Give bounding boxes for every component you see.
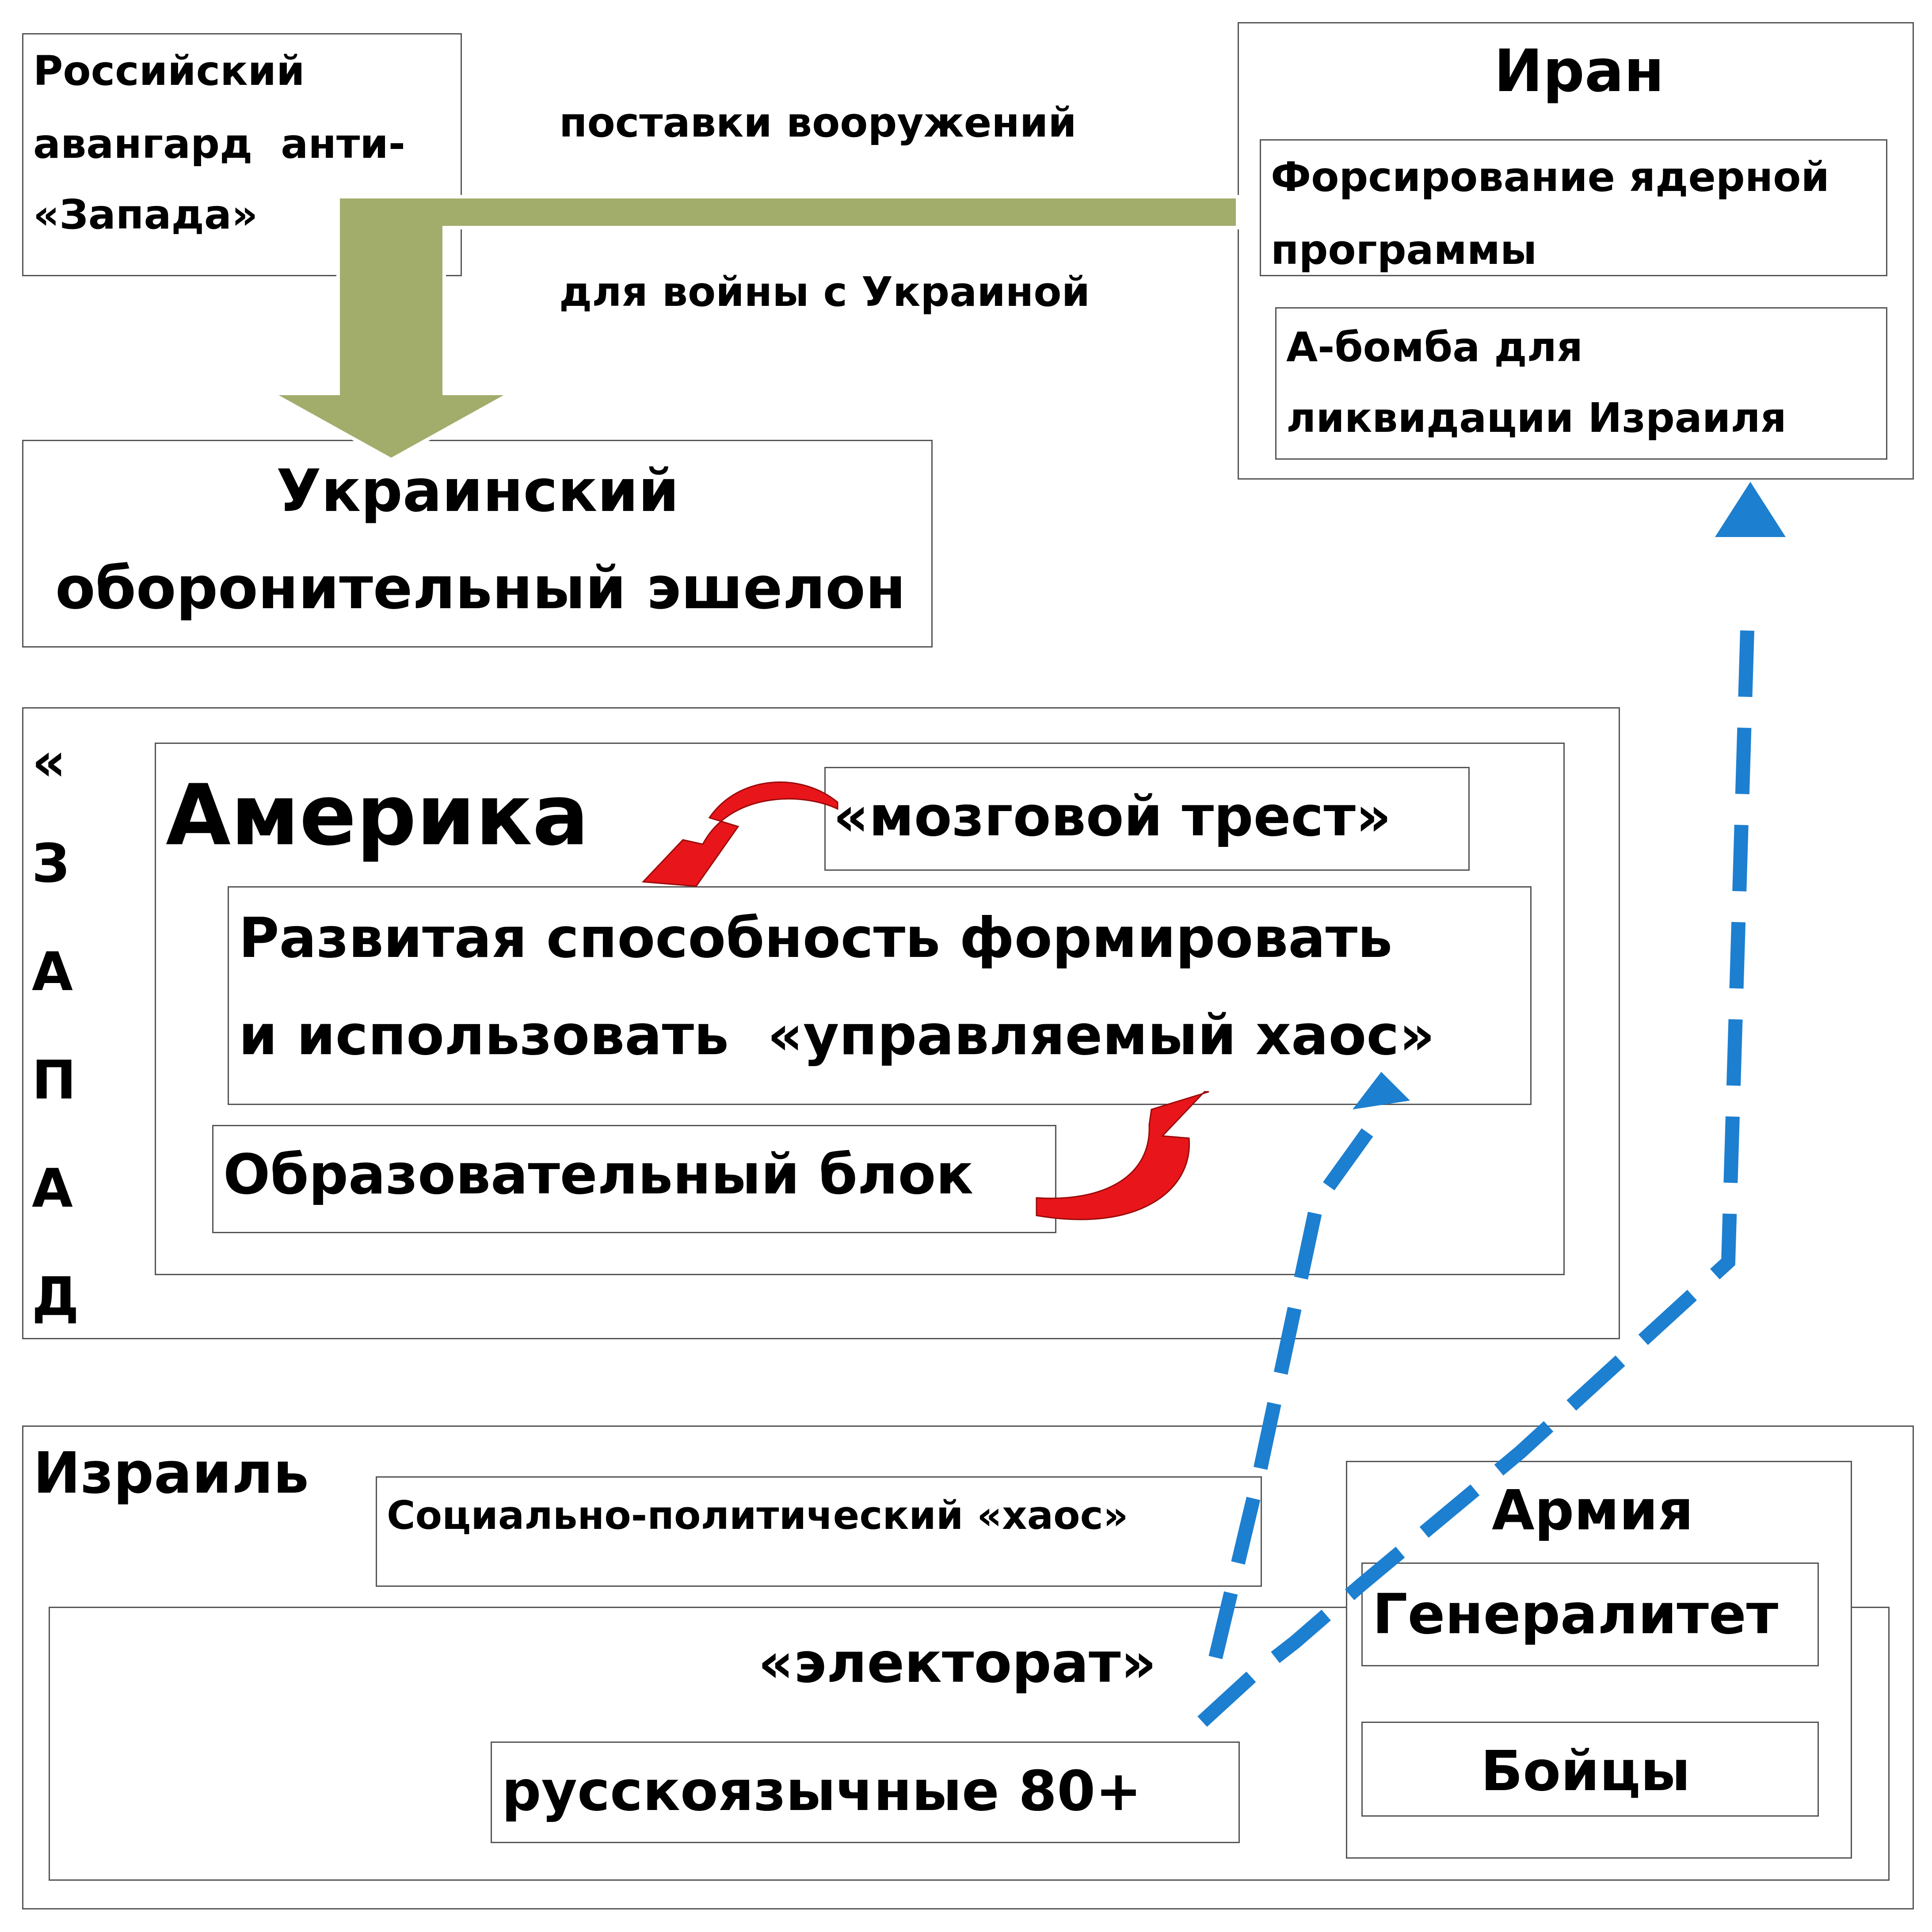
iran-nuclear-line-1: Форсирование ядерной <box>1271 153 1829 201</box>
west-letter-3: А <box>32 941 73 1003</box>
iran-nuclear-box <box>1260 139 1887 276</box>
chaos-ability-line-2: и использовать «управляемый хаос» <box>239 1003 1435 1067</box>
electorate-label: «электорат» <box>758 1631 1157 1695</box>
soldiers-box <box>1361 1722 1819 1817</box>
chaos-ability-box <box>228 886 1532 1105</box>
soldiers-label: Бойцы <box>1481 1739 1691 1803</box>
generals-label: Генералитет <box>1372 1582 1779 1646</box>
generals-box <box>1361 1562 1819 1666</box>
iran-arrowhead <box>1715 482 1786 537</box>
education-box <box>212 1125 1056 1233</box>
chaos-ability-line-1: Развитая способность формировать <box>239 906 1393 970</box>
army-title: Армия <box>1492 1479 1694 1543</box>
russian-speakers-box <box>491 1741 1240 1843</box>
think-tank-box <box>824 767 1470 871</box>
iran-bomb-box <box>1275 307 1887 460</box>
chaos-influence-line <box>1208 1127 1374 1659</box>
israel-title: Израиль <box>33 1440 309 1506</box>
supply-label-bottom: для войны с Украиной <box>559 268 1090 316</box>
west-letter-4: П <box>32 1050 76 1111</box>
ukraine-line-1: Украинский <box>276 457 679 525</box>
supply-arrow <box>265 195 1239 462</box>
west-letter-1: « <box>32 732 66 793</box>
iran-title: Иран <box>1494 37 1665 105</box>
iran-nuclear-line-2: программы <box>1271 226 1537 274</box>
social-chaos-box <box>376 1476 1262 1587</box>
iran-bomb-line-1: А-бомба для <box>1286 324 1583 371</box>
education-label: Образовательный блок <box>223 1143 974 1207</box>
russia-line-2: авангард анти- <box>33 120 405 168</box>
russia-line-1: Российский <box>33 47 305 95</box>
west-letter-2: З <box>32 833 70 895</box>
russian-speakers-label: русскоязычные 80+ <box>502 1759 1142 1823</box>
social-chaos-label: Социально-политический «хаос» <box>387 1493 1128 1538</box>
electorate-influence-line <box>1197 601 1755 1727</box>
west-letter-5: А <box>32 1158 73 1219</box>
supply-label-top: поставки вооружений <box>559 99 1077 146</box>
ukraine-line-2: оборонительный эшелон <box>55 554 906 622</box>
america-title: Америка <box>166 766 589 864</box>
education-feedback-arrow <box>1036 1091 1209 1220</box>
think-tank-feedback-arrow <box>641 781 838 887</box>
chaos-arrowhead <box>1353 1072 1410 1109</box>
iran-bomb-line-2: ликвидации Израиля <box>1286 394 1787 442</box>
west-letter-6: Д <box>32 1266 79 1328</box>
russia-line-3: «Запада» <box>33 191 258 238</box>
ukraine-box <box>22 440 933 648</box>
think-tank-label: «мозговой трест» <box>833 785 1391 849</box>
